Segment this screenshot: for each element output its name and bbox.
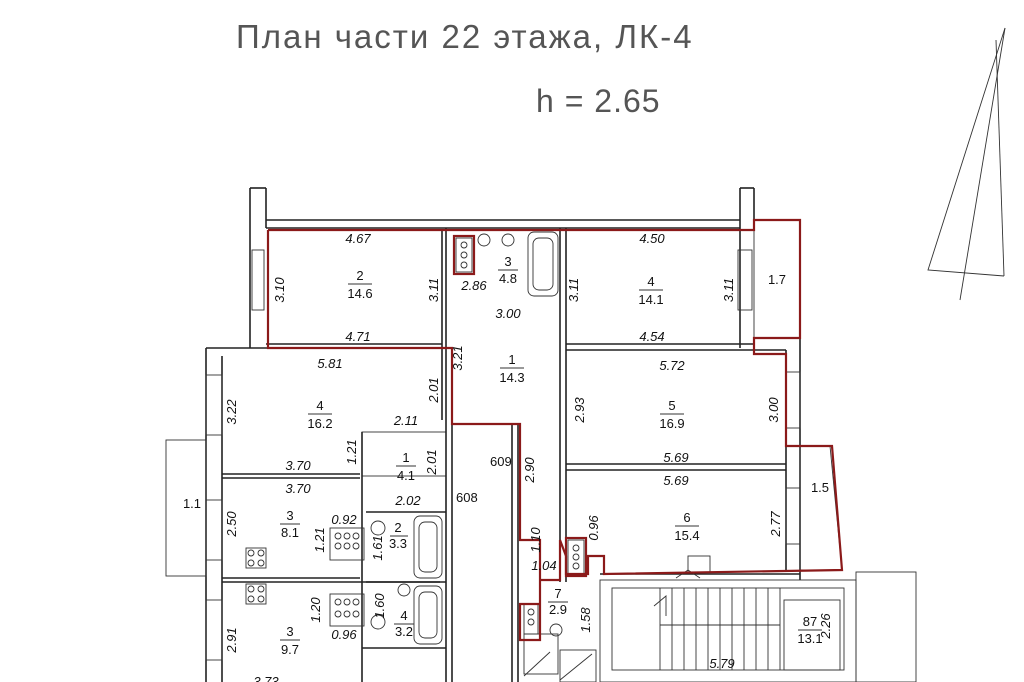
stove-niche-boundary <box>452 234 476 276</box>
bathroom-fixtures <box>370 231 597 682</box>
dimension: 3.00 <box>766 397 781 423</box>
room-number: 4 <box>400 608 407 623</box>
room-area: 15.4 <box>674 528 699 543</box>
balcony-area: 1.5 <box>811 480 829 495</box>
dimension: 2.01 <box>424 449 439 475</box>
room-area: 9.7 <box>281 642 299 657</box>
sheet-code: 608 <box>456 490 478 505</box>
room-number: 3 <box>286 508 293 523</box>
stove-icon <box>245 237 711 635</box>
dimension: 2.77 <box>768 511 783 538</box>
room-number: 2 <box>356 268 363 283</box>
sheet-code: 609 <box>490 454 512 469</box>
room-area: 14.1 <box>638 292 663 307</box>
dimension: 1.61 <box>370 535 385 560</box>
dimension: 2.02 <box>394 493 421 508</box>
dimension: 3.73 <box>253 674 279 682</box>
room-number: 4 <box>316 398 323 413</box>
room-area: 4.1 <box>397 468 415 483</box>
dimension: 1.10 <box>528 527 543 553</box>
dimension: 3.70 <box>285 458 311 473</box>
stove-niche-boundary-2 <box>564 536 588 578</box>
dimension: 0.96 <box>331 627 357 642</box>
dimension: 0.92 <box>331 512 357 527</box>
dimension: 3.70 <box>285 481 311 496</box>
room-area: 14.3 <box>499 370 524 385</box>
dimension: 4.71 <box>345 329 370 344</box>
room-area: 4.8 <box>499 271 517 286</box>
dimension: 1.60 <box>372 593 387 619</box>
dimension: 4.67 <box>345 231 371 246</box>
room-number: 6 <box>683 510 690 525</box>
room-area: 3.2 <box>395 624 413 639</box>
balcony-area: 1.7 <box>768 272 786 287</box>
dimension: 5.69 <box>663 473 688 488</box>
room-area: 13.1 <box>797 631 822 646</box>
dimension: 2.86 <box>460 278 487 293</box>
dimension: 1.20 <box>308 597 323 623</box>
dimension: 1.58 <box>578 607 593 633</box>
dimension: 3.11 <box>426 278 441 302</box>
dimension: 1.21 <box>312 527 327 552</box>
balcony-area: 1.1 <box>183 496 201 511</box>
room-area: 8.1 <box>281 525 299 540</box>
dimension: 5.72 <box>659 358 685 373</box>
room-area: 3.3 <box>389 536 407 551</box>
room-number: 3 <box>504 254 511 269</box>
dimension: 2.91 <box>224 627 239 653</box>
room-number: 2 <box>394 520 401 535</box>
dimension: 0.96 <box>586 515 601 541</box>
dimension: 2.50 <box>224 511 239 538</box>
ceiling-height-note: h = 2.65 <box>536 83 661 119</box>
dimension: 2.01 <box>426 377 441 403</box>
room-area: 16.9 <box>659 416 684 431</box>
room-number: 1 <box>402 450 409 465</box>
stair-treads <box>653 569 769 670</box>
dimension: 3.10 <box>272 277 287 303</box>
dimension: 1.21 <box>344 439 359 464</box>
apartment-boundary <box>266 218 844 642</box>
room-area: 2.9 <box>549 602 567 617</box>
room-labels: 2 14.6 3 4.8 4 14.1 1.7 1 14.3 4 16.2 5 … <box>183 254 829 657</box>
dimension: 5.69 <box>663 450 688 465</box>
room-number: 87 <box>803 614 817 629</box>
dimension: 3.21 <box>450 345 465 370</box>
room-area: 16.2 <box>307 416 332 431</box>
plan-title: План части 22 этажа, ЛК-4 <box>236 18 694 55</box>
dimension: 2.93 <box>572 397 587 424</box>
dimension: 1.04 <box>531 558 556 573</box>
dimension: 3.11 <box>566 278 581 302</box>
dimension: 4.54 <box>639 329 664 344</box>
dimension: 5.79 <box>709 656 734 671</box>
room-number: 5 <box>668 398 675 413</box>
dimension: 2.90 <box>522 457 537 484</box>
dimension: 4.50 <box>639 231 665 246</box>
dimension: 3.00 <box>495 306 521 321</box>
dimension: 3.11 <box>721 278 736 302</box>
room-number: 4 <box>647 274 654 289</box>
room-number: 1 <box>508 352 515 367</box>
dimension-labels: 4.67 4.71 3.10 3.11 2.86 3.00 3.11 4.50 … <box>224 231 833 682</box>
dimension: 2.11 <box>393 413 418 428</box>
north-arrow-icon <box>927 27 1006 301</box>
dimension: 2.26 <box>818 613 833 640</box>
dimension: 5.81 <box>317 356 342 371</box>
room-area: 14.6 <box>347 286 372 301</box>
dimension: 3.22 <box>224 399 239 425</box>
room-number: 7 <box>554 586 561 601</box>
room-number: 3 <box>286 624 293 639</box>
